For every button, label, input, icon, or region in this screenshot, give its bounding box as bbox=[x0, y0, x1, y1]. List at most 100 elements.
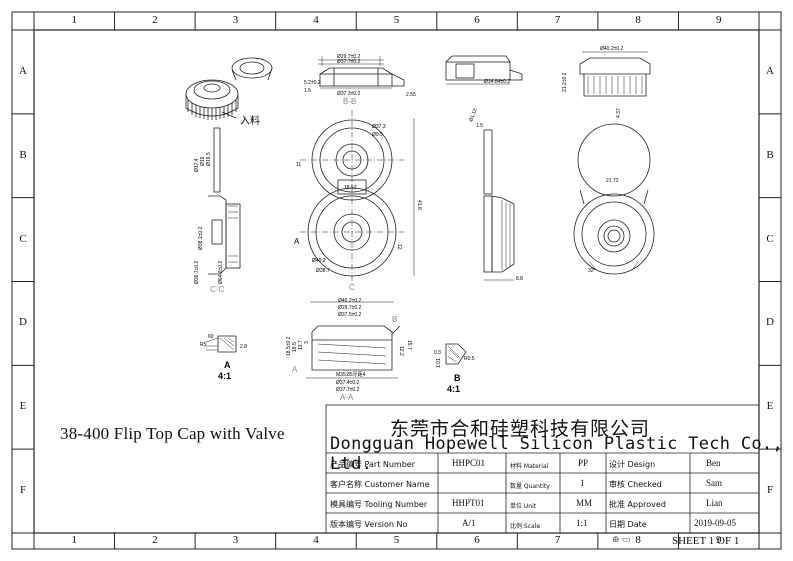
det-b3: R0.5 bbox=[464, 356, 475, 362]
zone-column-8-top: 8 bbox=[635, 14, 641, 26]
quantity-label: 数量 Quantity bbox=[510, 483, 550, 490]
zone-column-7-bottom: 7 bbox=[554, 534, 561, 546]
bb-dim-top2: Ø37.7±0.2 bbox=[337, 59, 361, 65]
aa-l3: 13.7 bbox=[298, 340, 304, 350]
detail-b-view bbox=[445, 343, 467, 365]
plan-view bbox=[300, 110, 415, 284]
leader-a-label: A bbox=[292, 365, 298, 374]
zone-column-2-bottom: 2 bbox=[152, 534, 158, 546]
zone-row-C-left: C bbox=[19, 232, 27, 245]
det-b2: 1.01 bbox=[436, 358, 442, 368]
zone-column-9-bottom: 9 bbox=[715, 534, 722, 546]
zone-column-4-bottom: 4 bbox=[313, 534, 319, 546]
tooling-number-label: 模具编号 Tooling Number bbox=[330, 500, 428, 509]
date-label: 日期 Date bbox=[609, 520, 647, 529]
aa-b1: M35.85牙距4 bbox=[336, 372, 366, 378]
cc-d3: Ø19.5 bbox=[206, 152, 212, 166]
marker-c: C bbox=[349, 283, 355, 292]
zone-column-8-bottom: 8 bbox=[635, 534, 641, 546]
product-title: 38-400 Flip Top Cap with Valve bbox=[60, 424, 285, 443]
unit-label: 单位 Unit bbox=[510, 503, 537, 510]
cc-d2: Ø19 bbox=[200, 156, 206, 166]
zone-column-3-bottom: 3 bbox=[232, 534, 239, 546]
sheet-number: SHEET 1 OF 1 bbox=[672, 535, 740, 547]
version-value: A/1 bbox=[462, 518, 476, 528]
aa-t2: Ø29.7±0.2 bbox=[338, 305, 362, 311]
top-height-dim: 21.2±0.2 bbox=[562, 72, 568, 92]
side-base: 8.8 bbox=[516, 276, 523, 282]
zone-column-1-bottom: 1 bbox=[71, 534, 78, 546]
title-block bbox=[325, 404, 760, 534]
bb-dim-left1: 5.2±0.2 bbox=[304, 80, 321, 86]
section-cc-label: C-C bbox=[210, 285, 224, 294]
marker-a: A bbox=[294, 237, 300, 246]
detail-b-label: B bbox=[454, 373, 461, 383]
side-ring-dim: Ø14.64±0.2 bbox=[484, 79, 510, 85]
iso-angle: 32° bbox=[588, 268, 596, 274]
side-view-top bbox=[445, 55, 523, 85]
cc-d5: Ø36.7±0.2 bbox=[194, 260, 200, 284]
aa-b3: Ø37.7±0.2 bbox=[336, 387, 360, 393]
outer-frame bbox=[11, 11, 782, 550]
version-label: 版本编号 Version No bbox=[330, 520, 408, 529]
isometric-view bbox=[185, 57, 273, 120]
design-value: Ben bbox=[706, 458, 721, 468]
side-profile-view bbox=[483, 129, 515, 281]
zone-row-D-left: D bbox=[19, 316, 27, 329]
section-aa-view bbox=[306, 301, 401, 379]
section-bb-label: B-B bbox=[343, 97, 356, 106]
top-dia-dim: Ø40.2±0.2 bbox=[600, 46, 624, 52]
top-small-dim: 4.37 bbox=[616, 108, 622, 118]
detail-b-scale: 4:1 bbox=[447, 384, 460, 394]
plan-w: 18.53 bbox=[344, 185, 357, 191]
isometric-open-view bbox=[573, 123, 655, 275]
bb-dim-left2: 1.5 bbox=[304, 88, 311, 94]
scale-label: 比例 Scale bbox=[510, 523, 541, 530]
aa-l4: 3 bbox=[304, 341, 310, 344]
zone-column-4-top: 4 bbox=[313, 14, 319, 26]
iso-dia: 21.72 bbox=[606, 178, 619, 184]
checked-value: Sam bbox=[706, 478, 723, 488]
section-cc-view bbox=[208, 127, 241, 275]
bb-dim-top1: Ø29.7±0.2 bbox=[337, 54, 361, 60]
cc-d6: Ø64.8±0.2 bbox=[218, 260, 224, 284]
plan-h: 41.8 bbox=[416, 200, 422, 210]
scale-value: 1:1 bbox=[576, 518, 588, 528]
zone-column-3-top: 3 bbox=[232, 14, 239, 26]
quantity-value: 1 bbox=[580, 478, 585, 488]
det-a2: 60 bbox=[208, 334, 214, 340]
projection-symbol-icon: ⊕ ▭ bbox=[612, 534, 631, 544]
part-number-label: 产品编号 Part Number bbox=[330, 460, 416, 469]
zone-row-A-left: A bbox=[19, 64, 27, 77]
zone-row-B-left: B bbox=[19, 148, 27, 161]
aa-t1: Ø40.2±0.2 bbox=[338, 298, 362, 304]
zone-column-9-top: 9 bbox=[715, 14, 722, 26]
section-aa-label: A-A bbox=[340, 393, 354, 402]
approved-value: Lian bbox=[706, 498, 723, 508]
front-elevation-top bbox=[579, 51, 651, 97]
zone-column-6-top: 6 bbox=[474, 14, 480, 26]
unit-value: MM bbox=[576, 498, 593, 508]
plan-d4: Ø38.7 bbox=[316, 268, 330, 274]
bb-dim-bottom: Ø37.3±0.2 bbox=[337, 91, 361, 97]
approved-label: 批准 Approved bbox=[609, 500, 666, 509]
det-a1: R5 bbox=[200, 342, 207, 348]
zone-column-7-top: 7 bbox=[554, 14, 561, 26]
zone-column-2-top: 2 bbox=[152, 14, 158, 26]
date-value: 2019-09-05 bbox=[694, 518, 736, 528]
part-number-value: HHPC01 bbox=[452, 458, 486, 468]
det-a3: 2.8 bbox=[240, 344, 247, 350]
plan-left: 11 bbox=[296, 162, 301, 168]
bb-dim-right: 2.55 bbox=[406, 92, 416, 98]
detail-a-scale: 4:1 bbox=[218, 371, 231, 381]
plan-h2: 12 bbox=[396, 244, 402, 250]
aa-l1: 18.5±0.2 bbox=[286, 336, 292, 356]
section-bb-view bbox=[318, 56, 405, 89]
detail-a-view bbox=[205, 335, 237, 353]
detail-a-label: A bbox=[224, 360, 231, 370]
checked-label: 审核 Checked bbox=[609, 480, 662, 489]
zone-column-5-bottom: 5 bbox=[393, 534, 400, 546]
plan-d1: Ø37.3 bbox=[372, 124, 386, 130]
material-inlet-label: 入料 bbox=[240, 114, 260, 127]
